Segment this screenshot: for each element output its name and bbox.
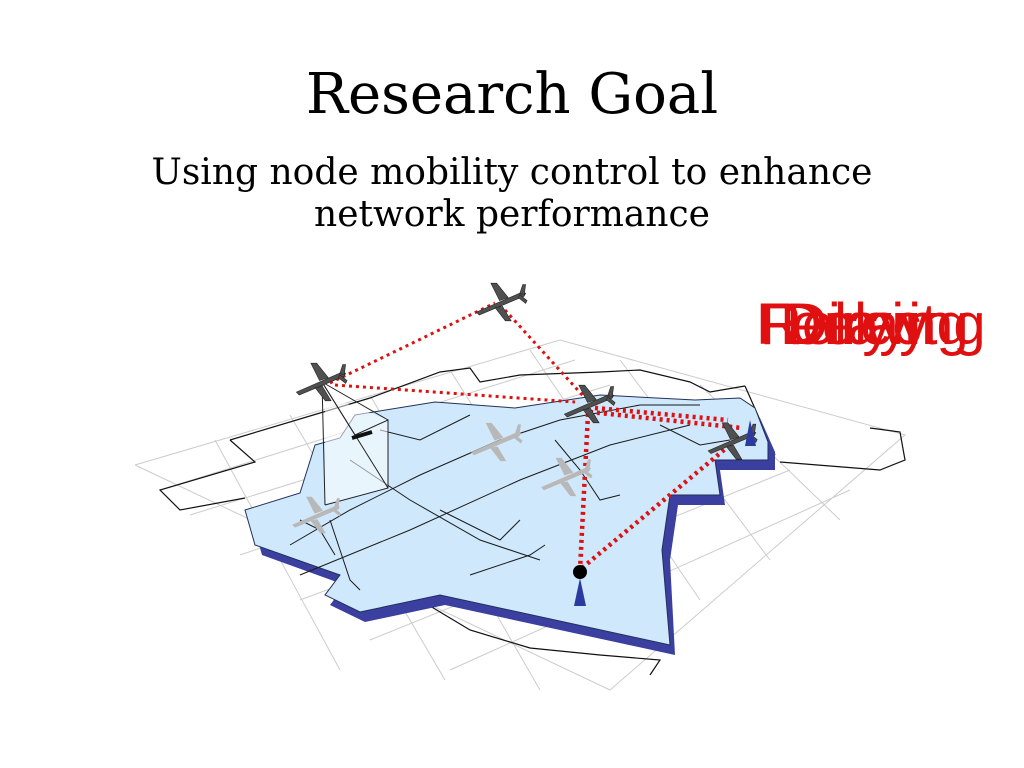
link-left-top bbox=[329, 301, 496, 385]
slide-subtitle: Using node mobility control to enhance n… bbox=[0, 152, 1024, 236]
link-center-right bbox=[594, 405, 729, 423]
slide-title: Research Goal bbox=[305, 62, 719, 127]
relay-links bbox=[329, 301, 743, 571]
ground-node-center bbox=[573, 565, 587, 606]
link-center-ground bbox=[577, 413, 591, 571]
subtitle-line-1: Using node mobility control to enhance bbox=[151, 152, 873, 193]
map-boundary bbox=[158, 367, 906, 676]
link-top-center bbox=[503, 308, 587, 400]
link-left-center bbox=[334, 383, 576, 404]
ground-node-right bbox=[745, 420, 756, 446]
aircraft-top bbox=[475, 282, 528, 322]
camera-frustum bbox=[321, 381, 389, 506]
map-label: ~~ bbox=[573, 631, 586, 643]
aircraft-left bbox=[295, 362, 348, 402]
link-center-right-low bbox=[589, 409, 743, 431]
subtitle-line-2: network performance bbox=[314, 194, 710, 235]
link-ground-right bbox=[580, 438, 738, 570]
